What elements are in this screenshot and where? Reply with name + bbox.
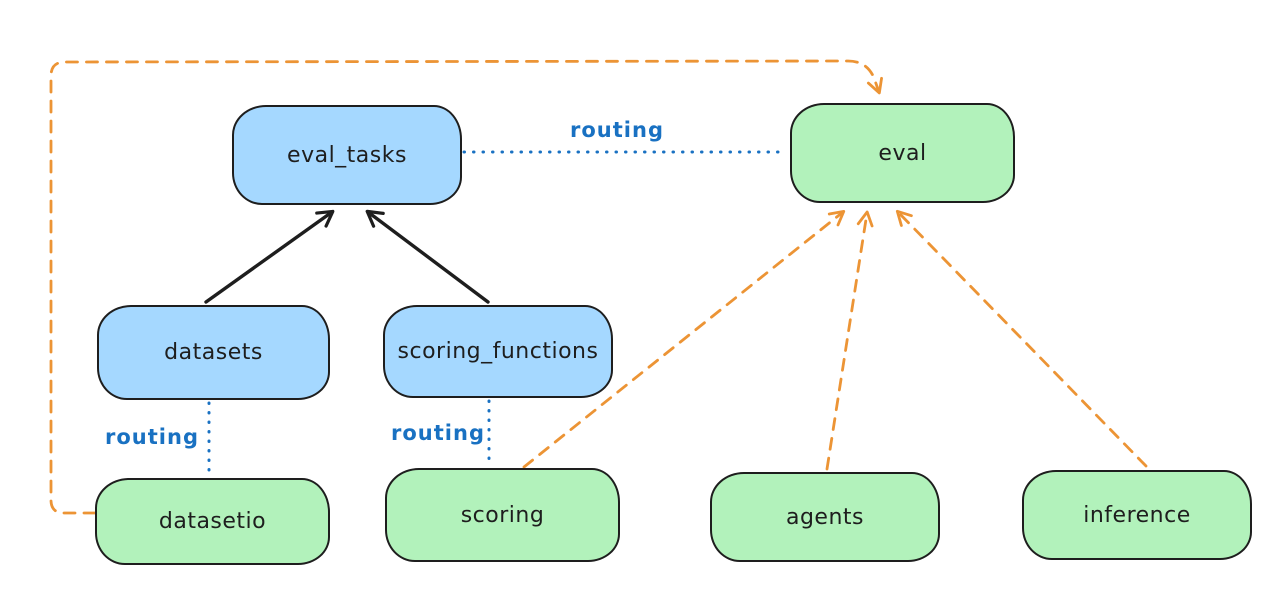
node-inference: inference	[1022, 470, 1252, 560]
node-eval: eval	[790, 103, 1015, 203]
node-eval-label: eval	[878, 140, 927, 166]
edge-inference-eval-arrow	[895, 209, 1148, 468]
edge-label-routing-datasets-datasetio: routing	[105, 425, 199, 449]
node-agents-label: agents	[785, 504, 864, 530]
edge-datasets-evaltasks-arrow	[204, 209, 335, 304]
edge-scoring-eval-arrow	[522, 209, 846, 469]
edge-label-routing-scoringfunctions-scoring: routing	[391, 421, 485, 445]
node-datasets-label: datasets	[164, 340, 263, 365]
edge-label-routing-evaltasks-eval: routing	[570, 118, 664, 142]
node-agents: agents	[710, 472, 940, 562]
node-scoring-functions: scoring_functions	[383, 305, 613, 398]
node-scoring-functions-label: scoring_functions	[397, 339, 599, 364]
edge-agents-eval-arrow	[825, 210, 874, 471]
node-scoring: scoring	[385, 468, 620, 562]
node-eval-tasks-label: eval_tasks	[287, 142, 407, 168]
node-datasets: datasets	[97, 305, 330, 400]
node-datasetio-label: datasetio	[158, 509, 267, 534]
node-inference-label: inference	[1083, 502, 1191, 528]
node-eval-tasks: eval_tasks	[232, 105, 462, 205]
edge-scoringfunctions-evaltasks-arrow	[365, 209, 490, 304]
edge-datasetio-eval-arrow	[49, 59, 883, 515]
node-scoring-label: scoring	[460, 502, 545, 528]
node-datasetio: datasetio	[95, 478, 330, 565]
